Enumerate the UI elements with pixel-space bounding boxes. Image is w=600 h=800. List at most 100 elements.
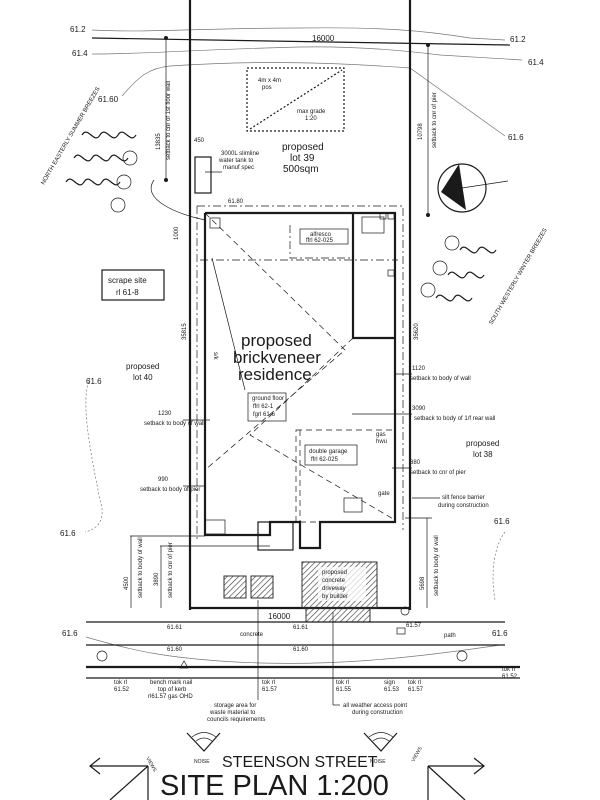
water-tank-line1: 3000L slimline (221, 151, 260, 157)
views-label-left: VIEWS (144, 756, 158, 774)
alfresco-level: ffrl 62-025 (306, 238, 334, 244)
tok-mid-1: tok rl (262, 680, 275, 686)
contour-label-61-6-street: 61.6 (62, 629, 78, 638)
water-tank-line3: manuf spec (223, 165, 254, 171)
breeze-arrow-icon (122, 150, 138, 166)
storage-line1: storage area for (214, 703, 256, 709)
dim-1230: 1230 (158, 411, 172, 417)
breeze-wave-icon (435, 294, 473, 302)
north-east-breezes (65, 131, 138, 213)
storage-line2: waste material to (209, 710, 256, 716)
pos-label: pos (262, 85, 272, 91)
ground-floor-ffrl: ffrl 62-1 (253, 404, 274, 410)
storage-line3: councils requirements (207, 717, 265, 723)
first-floor-outline-top (197, 205, 404, 530)
roof-hip-line-2 (249, 337, 396, 521)
ground-floor-box (247, 392, 287, 422)
roof-hip-line-1 (204, 212, 346, 471)
contour-label-61-6-street-right: 61.6 (492, 629, 508, 638)
contour-lines (84, 27, 523, 664)
residence-label-line3: residence (238, 365, 312, 384)
scrape-site-rl: rl 61-8 (116, 288, 139, 297)
garage-label: double garage (309, 449, 348, 455)
dim-3890: 3890 (154, 572, 160, 586)
views-arrow-left-icon (89, 757, 149, 800)
contour-label-61-60: 61.60 (98, 95, 119, 104)
alfresco-label-box (299, 228, 349, 245)
residence-label-line1: proposed (241, 331, 312, 350)
garage-level: ffrl 62-025 (311, 457, 339, 463)
dimension-tick (426, 213, 430, 217)
north-point-icon (437, 163, 509, 213)
pos-area (246, 67, 345, 132)
access-line1: all weather access point (343, 703, 407, 709)
path-label: path (444, 633, 456, 639)
dp-box (361, 216, 385, 234)
dim-3090-note: setback to body of 1/f rear wall (414, 416, 495, 422)
dim-35620: 35620 (414, 323, 420, 340)
pier (387, 269, 395, 277)
dim-4500: 4500 (124, 576, 130, 590)
views-arrow-right-icon (427, 757, 485, 800)
lot-label-line1: proposed (282, 142, 324, 153)
max-grade-label: max grade (297, 109, 326, 115)
max-grade-value: 1:20 (305, 116, 317, 122)
porch-label-box (204, 519, 226, 535)
tree-right-icon (456, 650, 468, 662)
dim-4500-note: setback to body of wall (138, 537, 144, 598)
meter-icon (396, 627, 406, 635)
contour-61-60 (121, 62, 506, 137)
house-outer-wall (203, 211, 397, 550)
driveway-line4: by builder (322, 594, 348, 600)
driveway-line3: driveway (322, 586, 346, 592)
neighbor-right-line1: proposed (466, 439, 499, 448)
dim-1000: 1000 (174, 226, 180, 240)
alfresco-outline (289, 225, 350, 259)
dim-10798-note: setback to cnr of pier (432, 92, 438, 148)
neighbor-right-line2: lot 38 (473, 450, 493, 459)
contour-label-61-4: 61.4 (72, 49, 88, 58)
tok-mid-2: 61.57 (262, 687, 278, 693)
breeze-arrow-icon (420, 282, 436, 298)
frontage-bottom-dimension: 16000 (268, 612, 291, 621)
wc-box (209, 217, 221, 229)
dimension-tick (164, 36, 168, 40)
breeze-arrow-icon (116, 174, 132, 190)
drawing-title: SITE PLAN 1:200 (160, 770, 389, 800)
contour-label-61-2-right: 61.2 (510, 35, 526, 44)
water-tank-line2: water tank to (218, 158, 254, 164)
gate-label: gate (378, 491, 390, 497)
tok-r2-1: sign (384, 680, 395, 686)
noise-label-right: NOISE (370, 759, 386, 765)
neighbor-left-line2: lot 40 (133, 373, 153, 382)
tok-r1-1: tok rl (336, 680, 349, 686)
tok-left-2: 61.52 (114, 687, 130, 693)
tok-r3-1: tok rl (408, 680, 421, 686)
ground-floor-fgrl: fgrl 61-6 (253, 412, 276, 418)
contour-61-4 (91, 46, 523, 61)
tok-r2-2: 61.53 (384, 687, 400, 693)
entry-porch (257, 521, 294, 551)
tree-left-icon (96, 650, 108, 662)
breeze-wave-icon (459, 246, 497, 254)
garage-outline (295, 429, 396, 523)
bench-mark-line1: bench mark nail (150, 680, 192, 686)
rl-d: 61.60 (293, 647, 309, 653)
dim-880: 880 (410, 460, 421, 466)
tok-r3-2: 61.57 (408, 687, 424, 693)
gas-label: gas (376, 432, 386, 438)
breeze-wave-icon (81, 131, 137, 139)
noise-label-left: NOISE (194, 759, 210, 765)
pit-icon (400, 606, 410, 616)
landscape-bed (250, 575, 274, 599)
contour-label-61-2: 61.2 (70, 25, 86, 34)
dim-1120: 1120 (412, 366, 426, 372)
dim-35815: 35815 (182, 323, 188, 340)
driveway-label-bg (318, 567, 366, 601)
rear-boundary-line (91, 37, 511, 46)
rl-61-80: 61.80 (228, 199, 244, 205)
house-footprint (151, 179, 404, 550)
tok-far-1: tok rl (502, 667, 515, 673)
access-line2: during construction (352, 710, 403, 716)
